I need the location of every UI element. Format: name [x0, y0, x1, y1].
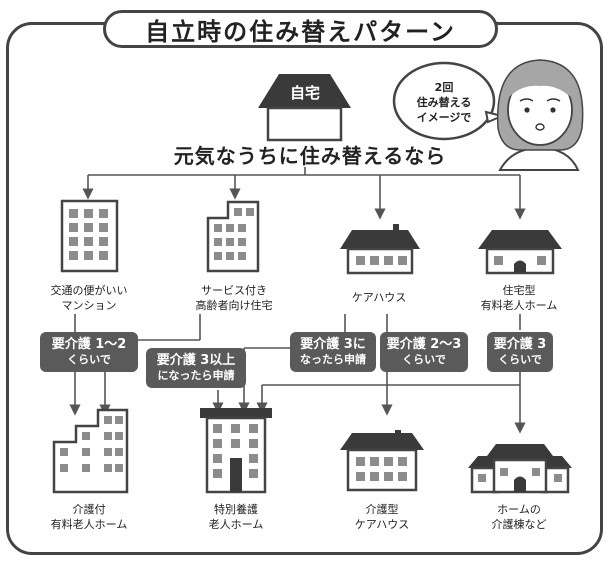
service-housing-label: サービス付き 高齢者向け住宅	[195, 284, 273, 312]
diagram-title: 自立時の住み替えパターン	[103, 10, 498, 48]
care-ward-building-icon	[468, 444, 572, 494]
care-house-label: ケアハウス	[351, 291, 407, 304]
special-nursing-home-building-icon	[200, 408, 272, 494]
badge-care-3-above: 要介護 3以上 になったら申請	[146, 348, 246, 388]
badge-care-1-2: 要介護 1〜2 くらいで	[40, 332, 138, 372]
speech-bubble-shape	[392, 61, 506, 141]
badge-care-2-3: 要介護 2〜3 くらいで	[380, 332, 468, 372]
residential-home-label: 住宅型 有料老人ホーム	[480, 284, 558, 312]
mansion-label: 交通の便がいい マンション	[50, 284, 128, 312]
badge-care-3: 要介護 3 くらいで	[487, 332, 553, 372]
nursing-home-label: 介護付 有料老人ホーム	[50, 503, 128, 531]
service-housing-building-icon	[206, 200, 260, 273]
speech-line-2: 住み替える	[416, 95, 472, 109]
speech-line-1: 2回	[434, 80, 454, 94]
mansion-building-icon	[60, 199, 119, 273]
care-ward-label: ホームの 介護棟など	[491, 503, 547, 531]
residential-home-icon	[478, 230, 562, 275]
nursing-home-building-icon	[52, 408, 129, 494]
home-label: 自宅	[290, 84, 320, 102]
home-house-icon	[258, 74, 351, 142]
speech-line-3: イメージで	[416, 110, 472, 124]
badge-care-3-apply: 要介護 3に なったら申請	[290, 332, 376, 372]
care-house-icon	[340, 224, 420, 275]
subtitle: 元気なうちに住み替えるなら	[173, 144, 447, 168]
care-type-house-label: 介護型 ケアハウス	[354, 503, 410, 531]
special-nursing-home-label: 特別養護 老人ホーム	[208, 503, 264, 531]
care-type-house-icon	[340, 430, 424, 492]
speech-bubble: 2回 住み替える イメージで	[394, 62, 494, 142]
woman-avatar-icon	[496, 59, 584, 171]
